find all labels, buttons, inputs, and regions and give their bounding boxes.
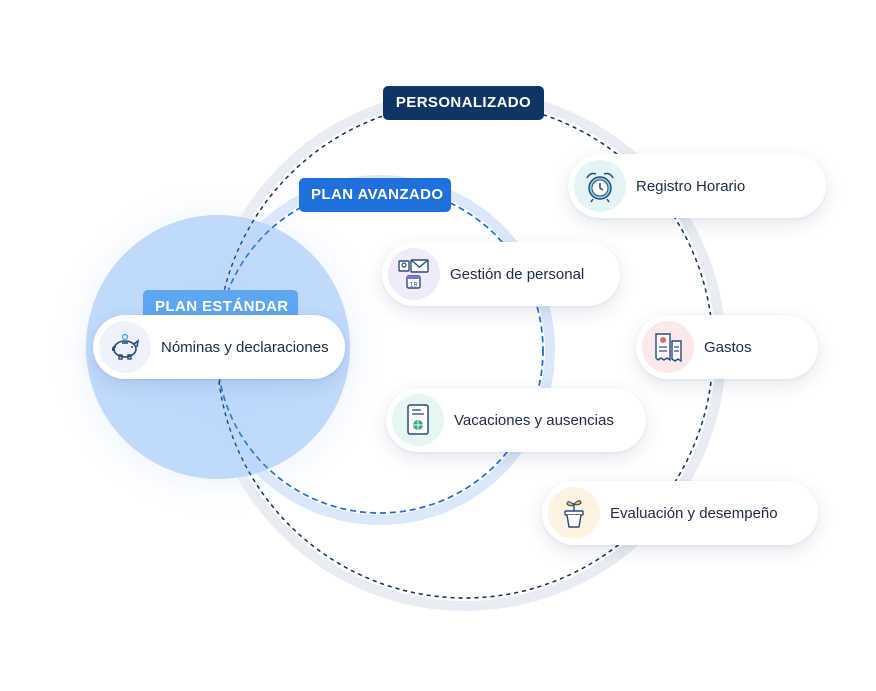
custom-plan-tag: PERSONALIZADO: [383, 86, 544, 120]
svg-text:18: 18: [410, 282, 418, 289]
module-time-tracking: Registro Horario: [568, 154, 826, 218]
alarm-clock-icon: [574, 160, 626, 212]
module-expenses-label: Gastos: [704, 338, 752, 356]
module-expenses: Gastos: [636, 315, 818, 379]
module-performance: Evaluación y desempeño: [542, 481, 818, 545]
plant-pot-icon: [548, 487, 600, 539]
piggy-bank-icon: [99, 321, 151, 373]
module-vacations: Vacaciones y ausencias: [386, 388, 646, 452]
personnel-management-icon: 18: [388, 248, 440, 300]
module-payroll: Nóminas y declaraciones: [93, 315, 345, 379]
module-personnel: 18 Gestión de personal: [382, 242, 620, 306]
module-vacations-label: Vacaciones y ausencias: [454, 411, 614, 429]
receipts-icon: [642, 321, 694, 373]
advanced-plan-tag: PLAN AVANZADO: [299, 178, 451, 212]
passport-icon: [392, 394, 444, 446]
module-personnel-label: Gestión de personal: [450, 265, 585, 283]
module-performance-label: Evaluación y desempeño: [610, 504, 778, 522]
module-payroll-label: Nóminas y declaraciones: [161, 338, 329, 356]
module-time-tracking-label: Registro Horario: [636, 177, 746, 195]
